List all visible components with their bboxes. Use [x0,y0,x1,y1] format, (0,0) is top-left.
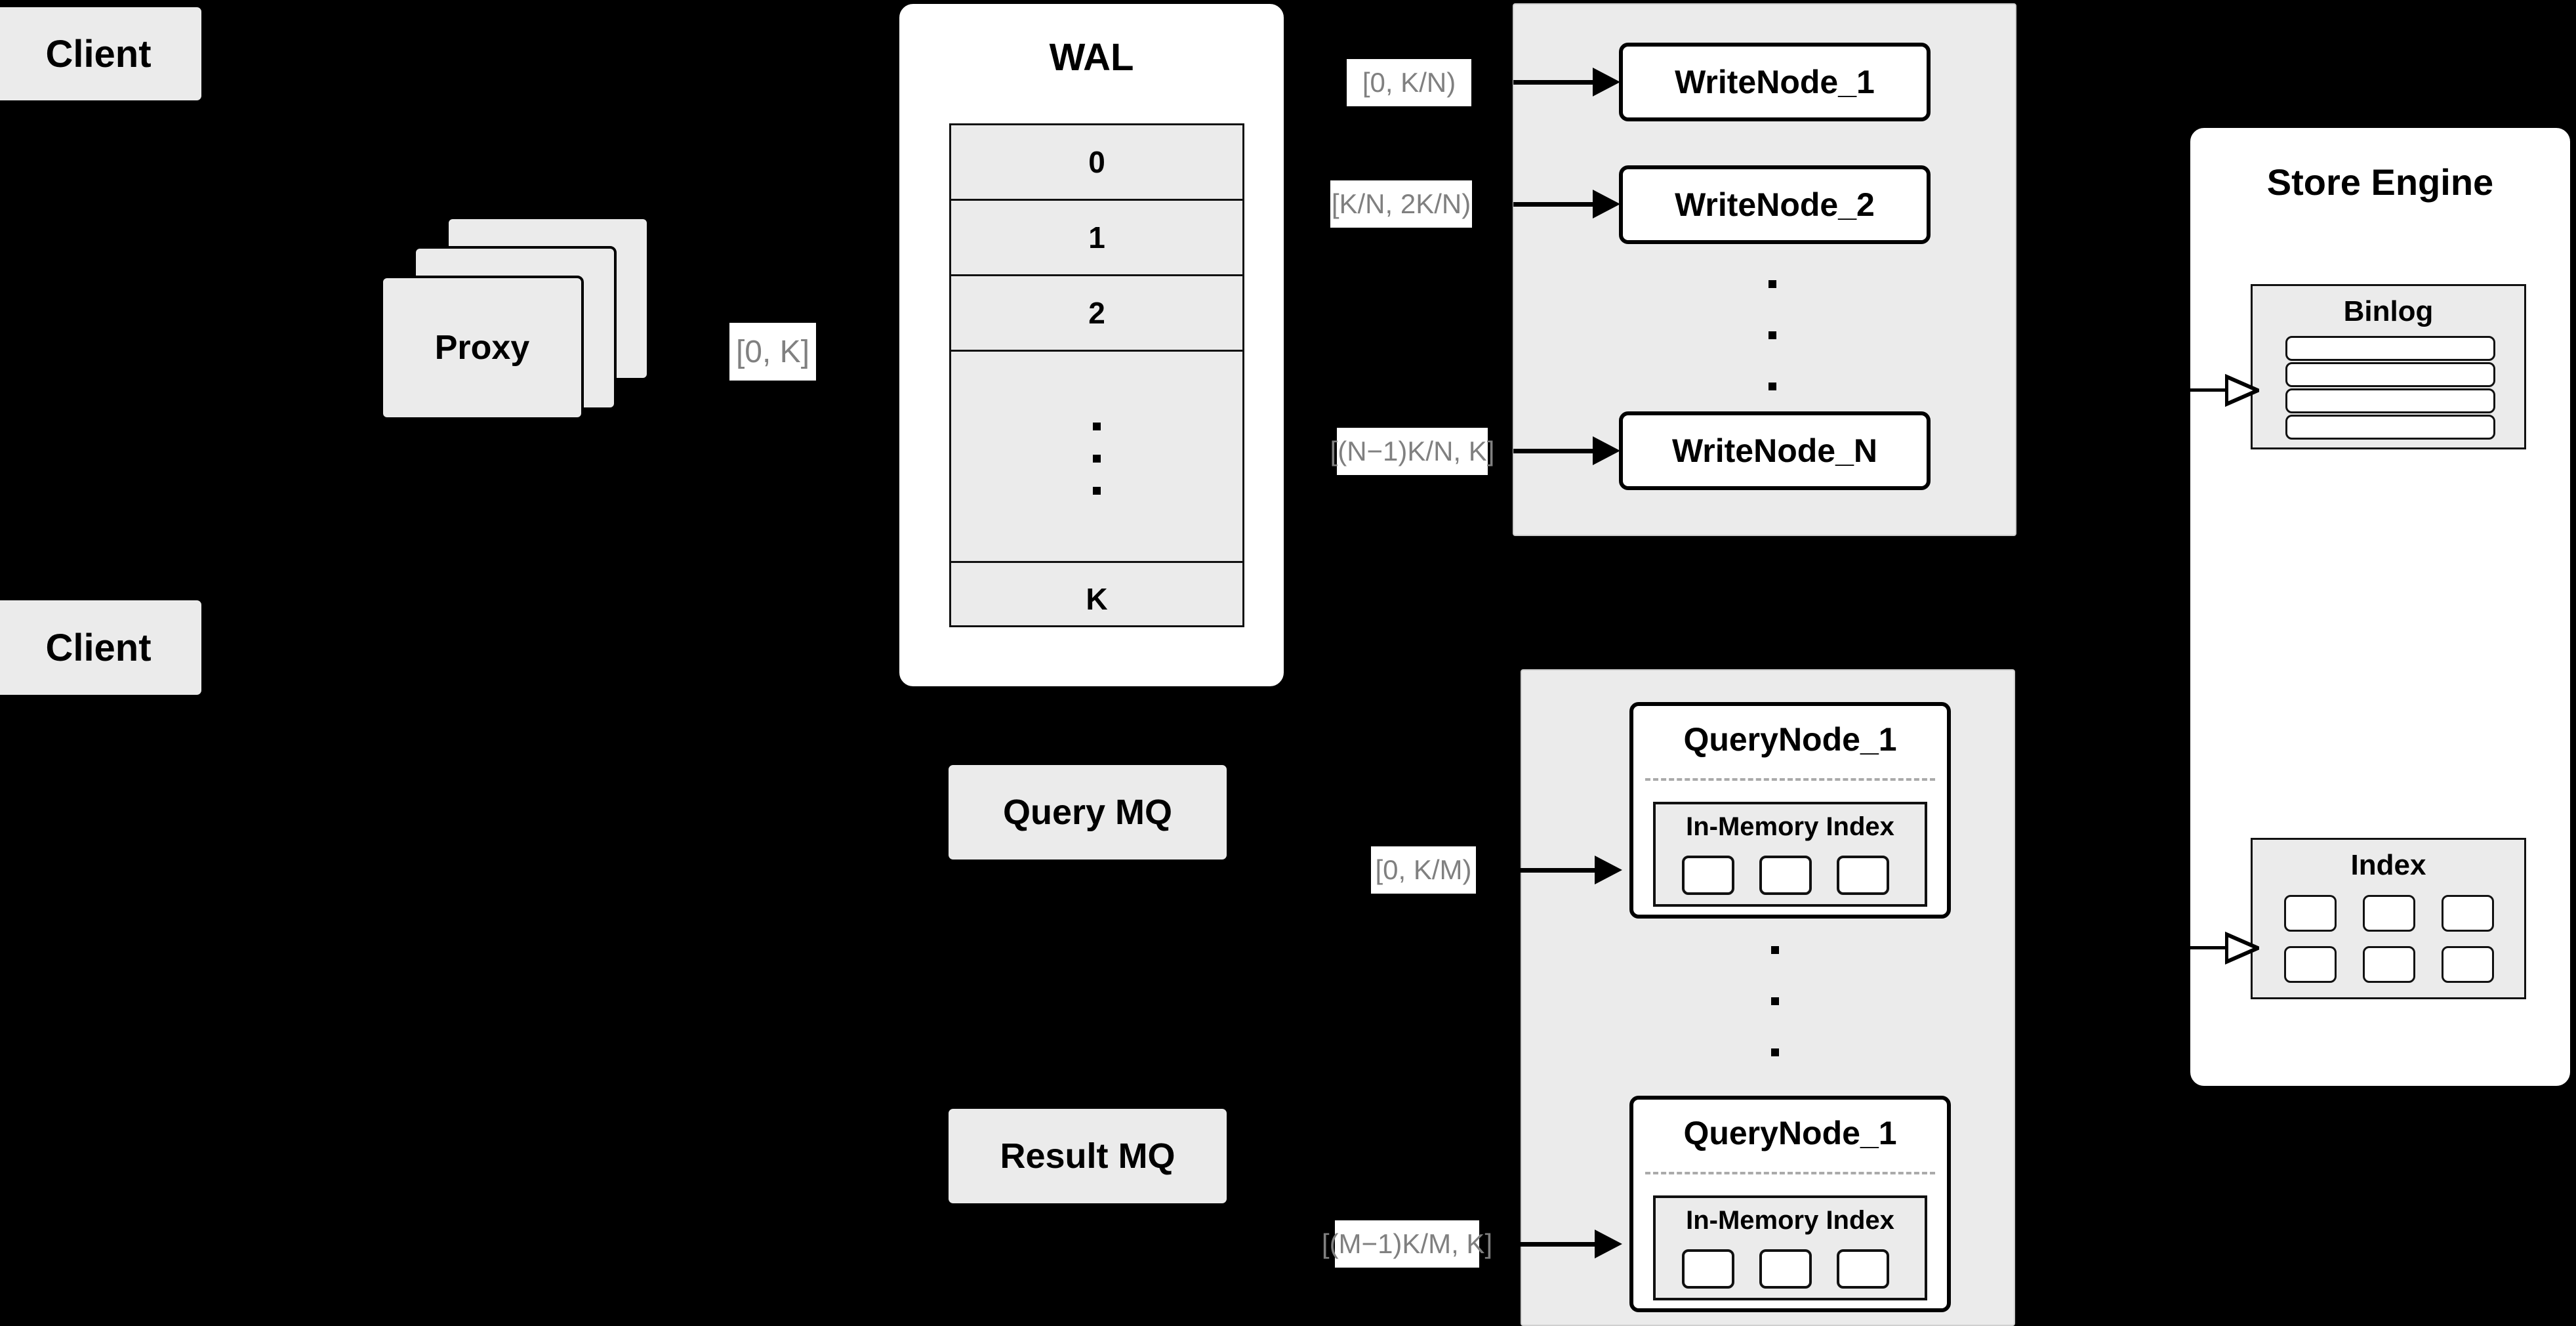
result-mq-node[interactable]: Result MQ [947,1107,1229,1205]
write-node-2-label: WriteNode_2 [1675,186,1875,223]
client-node-2-label: Client [45,626,152,669]
query-node-2-index-slot-1[interactable] [1682,1249,1734,1289]
wal-row-k-label: K [1086,582,1108,616]
index-title: Index [2350,849,2426,881]
binlog-title: Binlog [2343,295,2434,327]
binlog-slot-1[interactable] [2285,336,2495,361]
query-node-2[interactable]: QueryNode_1 In-Memory Index [1629,1096,1951,1312]
query-mq-node[interactable]: Query MQ [947,763,1229,861]
query-node-1-inmemory-index-title: In-Memory Index [1686,812,1894,841]
wal-row-1-label: 1 [1088,220,1105,255]
query-node-2-separator [1645,1172,1935,1174]
arrow-to-write-node-1-line [1513,80,1595,85]
proxy-card-front[interactable]: Proxy [380,276,584,420]
index-section: Index [2251,838,2526,999]
write-node-2-range-label: [K/N, 2K/N) [1330,180,1472,228]
query-node-1-range-label: [0, K/M) [1371,846,1476,894]
arrow-to-query-node-1-line [1515,868,1597,873]
client-node-2[interactable]: Client [0,598,203,697]
arrow-to-index-line [2190,946,2229,949]
query-node-1-label: QueryNode_1 [1683,721,1897,758]
arrow-to-write-node-2-line [1513,202,1595,207]
query-node-1[interactable]: QueryNode_1 In-Memory Index [1629,702,1951,919]
index-slot-5[interactable] [2363,946,2415,983]
index-slot-3[interactable] [2442,895,2494,932]
client-node-1[interactable]: Client [0,5,203,102]
query-mq-label: Query MQ [1002,793,1173,832]
wal-panel: WAL 0 1 2 K [897,2,1286,688]
client-node-1-label: Client [45,32,152,75]
query-node-1-separator [1645,778,1935,781]
query-node-2-inmemory-index-title: In-Memory Index [1686,1206,1894,1235]
query-node-2-range-text: [(M−1)K/M, K] [1321,1228,1493,1259]
proxy-label: Proxy [434,329,530,367]
arrow-to-query-node-1-head [1595,856,1622,884]
wal-row-k[interactable]: K [951,563,1242,635]
arrow-to-binlog-line [2190,388,2229,392]
arrow-to-index-head [2225,932,2259,964]
write-cluster-ellipsis-dots [1768,280,1776,390]
write-node-n-range-label: [(N−1)K/N, K] [1330,428,1494,475]
wal-entry-table: 0 1 2 K [949,123,1244,627]
write-node-2[interactable]: WriteNode_2 [1619,165,1931,244]
arrow-to-write-node-n-head [1593,436,1620,465]
wal-row-0-label: 0 [1088,145,1105,179]
arrow-to-write-node-2-head [1593,190,1620,218]
query-node-1-range-text: [0, K/M) [1375,854,1472,885]
index-slot-1[interactable] [2284,895,2337,932]
binlog-slot-3[interactable] [2285,388,2495,413]
proxy-stack[interactable]: Proxy [380,217,669,433]
write-node-1-range-text: [0, K/N) [1362,67,1456,98]
proxy-range-label-text: [0, K] [735,334,810,369]
query-node-1-index-slot-1[interactable] [1682,856,1734,895]
query-node-2-index-slot-3[interactable] [1837,1249,1889,1289]
write-node-n-range-text: [(N−1)K/N, K] [1330,436,1495,466]
binlog-slot-4[interactable] [2285,415,2495,440]
wal-title: WAL [1049,36,1134,79]
arrow-to-write-node-1-head [1593,68,1620,96]
query-cluster-ellipsis-dots [1771,946,1779,1056]
query-node-2-label: QueryNode_1 [1683,1115,1897,1151]
wal-row-ellipsis [951,352,1242,563]
index-slot-2[interactable] [2363,895,2415,932]
arrow-to-binlog-head [2225,374,2259,407]
write-node-n-label: WriteNode_N [1671,432,1877,469]
query-node-2-index-slot-2[interactable] [1759,1249,1812,1289]
wal-row-1[interactable]: 1 [951,201,1242,276]
index-slot-6[interactable] [2442,946,2494,983]
wal-row-2[interactable]: 2 [951,276,1242,352]
binlog-slot-2[interactable] [2285,362,2495,387]
arrow-to-query-node-2-line [1515,1242,1597,1247]
write-node-2-range-text: [K/N, 2K/N) [1331,188,1471,219]
binlog-section: Binlog [2251,284,2526,449]
query-node-2-range-label: [(M−1)K/M, K] [1322,1220,1492,1268]
wal-row-2-label: 2 [1088,296,1105,330]
wal-row-0[interactable]: 0 [951,125,1242,201]
store-engine-panel: Store Engine Binlog Index [2188,126,2572,1088]
store-engine-title: Store Engine [2266,161,2494,203]
proxy-range-label: [0, K] [729,323,816,381]
write-node-n[interactable]: WriteNode_N [1619,411,1931,490]
wal-ellipsis-dots [1093,423,1101,495]
write-node-1[interactable]: WriteNode_1 [1619,43,1931,121]
query-node-cluster: QueryNode_1 In-Memory Index QueryNode_1 … [1521,669,2015,1326]
query-node-1-index-slot-3[interactable] [1837,856,1889,895]
write-node-1-label: WriteNode_1 [1675,64,1875,100]
index-slot-4[interactable] [2284,946,2337,983]
arrow-to-query-node-2-head [1595,1230,1622,1258]
query-node-1-index-slot-2[interactable] [1759,856,1812,895]
result-mq-label: Result MQ [1000,1136,1176,1176]
write-node-1-range-label: [0, K/N) [1347,59,1471,106]
arrow-to-write-node-n-line [1513,449,1595,453]
query-node-2-inmemory-index: In-Memory Index [1653,1195,1927,1300]
query-node-1-inmemory-index: In-Memory Index [1653,802,1927,907]
